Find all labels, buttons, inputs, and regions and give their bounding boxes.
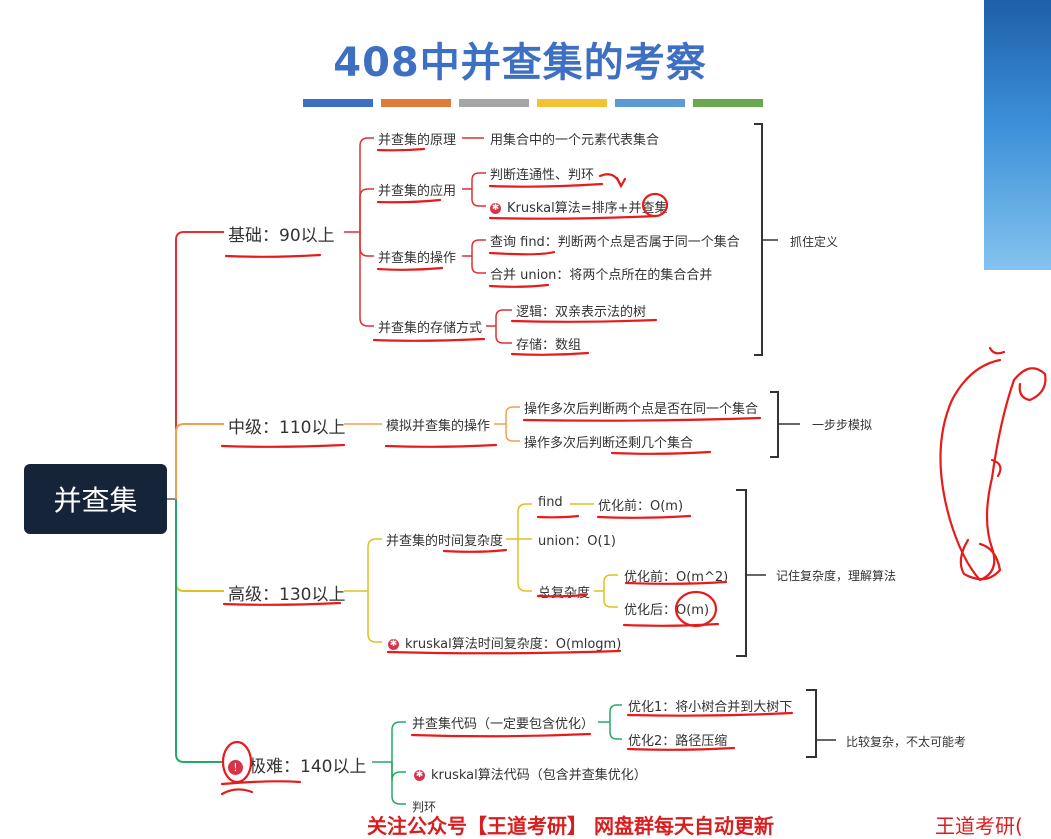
basic-storage: 并查集的存储方式 bbox=[378, 321, 483, 336]
high-find: find bbox=[538, 495, 563, 510]
level-hard: !极难：140以上 bbox=[228, 752, 366, 777]
root-label: 并查集 bbox=[53, 484, 138, 517]
level-high: 高级：130以上 bbox=[228, 585, 346, 605]
hard-opt1: 优化1：将小树合并到大树下 bbox=[628, 700, 793, 715]
title-color-bar bbox=[303, 99, 373, 107]
page-title: 408中并查集的考察 bbox=[333, 40, 707, 86]
star-icon: ✱ bbox=[490, 203, 501, 214]
title-color-bar bbox=[459, 99, 529, 107]
high-union: union：O(1) bbox=[538, 534, 616, 549]
side-photo bbox=[984, 0, 1051, 270]
basic-operations: 并查集的操作 bbox=[378, 251, 457, 266]
basic-summary: 抓住定义 bbox=[790, 235, 839, 249]
mid-simulate: 模拟并查集的操作 bbox=[386, 419, 491, 434]
hard-cycle: 判环 bbox=[412, 800, 437, 814]
basic-principle-detail: 用集合中的一个元素代表集合 bbox=[490, 133, 660, 148]
mid-item-2: 操作多次后判断还剩几个集合 bbox=[524, 436, 694, 451]
title-color-bar bbox=[537, 99, 607, 107]
level-basic: 基础：90以上 bbox=[228, 226, 335, 246]
footer-banner: 关注公众号【王道考研】 网盘群每天自动更新 bbox=[367, 814, 774, 838]
mid-summary: 一步步模拟 bbox=[812, 418, 873, 432]
title-color-bar bbox=[381, 99, 451, 107]
basic-operations-union: 合并 union：将两个点所在的集合合并 bbox=[490, 268, 713, 283]
basic-application: 并查集的应用 bbox=[378, 184, 457, 199]
footer-tail: 王道考研( bbox=[935, 814, 1023, 838]
high-total-before: 优化前：O(m^2) bbox=[624, 570, 729, 585]
level-mid: 中级：110以上 bbox=[228, 418, 346, 438]
title-color-bar bbox=[615, 99, 685, 107]
basic-application-item-2: ✱Kruskal算法=排序+并查集 bbox=[490, 201, 668, 216]
basic-storage-logic: 逻辑：双亲表示法的树 bbox=[516, 305, 647, 320]
title-color-bar bbox=[693, 99, 763, 107]
basic-principle: 并查集的原理 bbox=[378, 133, 457, 148]
basic-application-item-1: 判断连通性、判环 bbox=[490, 168, 595, 183]
root-node: 并查集 bbox=[24, 464, 167, 534]
hard-summary: 比较复杂，不太可能考 bbox=[846, 735, 967, 749]
star-icon: ✱ bbox=[414, 770, 425, 781]
basic-storage-array: 存储：数组 bbox=[516, 338, 582, 353]
hard-opt2: 优化2：路径压缩 bbox=[628, 734, 728, 749]
hard-kruskal: ✱kruskal算法代码（包含并查集优化） bbox=[414, 768, 647, 783]
high-kruskal: ✱kruskal算法时间复杂度：O(mlogm) bbox=[388, 637, 622, 652]
mid-item-1: 操作多次后判断两个点是否在同一个集合 bbox=[524, 402, 759, 417]
high-find-before: 优化前：O(m) bbox=[598, 499, 684, 514]
high-complexity: 并查集的时间复杂度 bbox=[386, 534, 504, 549]
high-total-after: 优化后：O(m) bbox=[624, 603, 710, 618]
hard-code: 并查集代码（一定要包含优化） bbox=[412, 717, 595, 732]
basic-operations-find: 查询 find：判断两个点是否属于同一个集合 bbox=[490, 235, 740, 250]
alert-icon: ! bbox=[228, 759, 243, 775]
star-icon: ✱ bbox=[388, 639, 399, 650]
high-summary: 记住复杂度，理解算法 bbox=[776, 569, 897, 583]
